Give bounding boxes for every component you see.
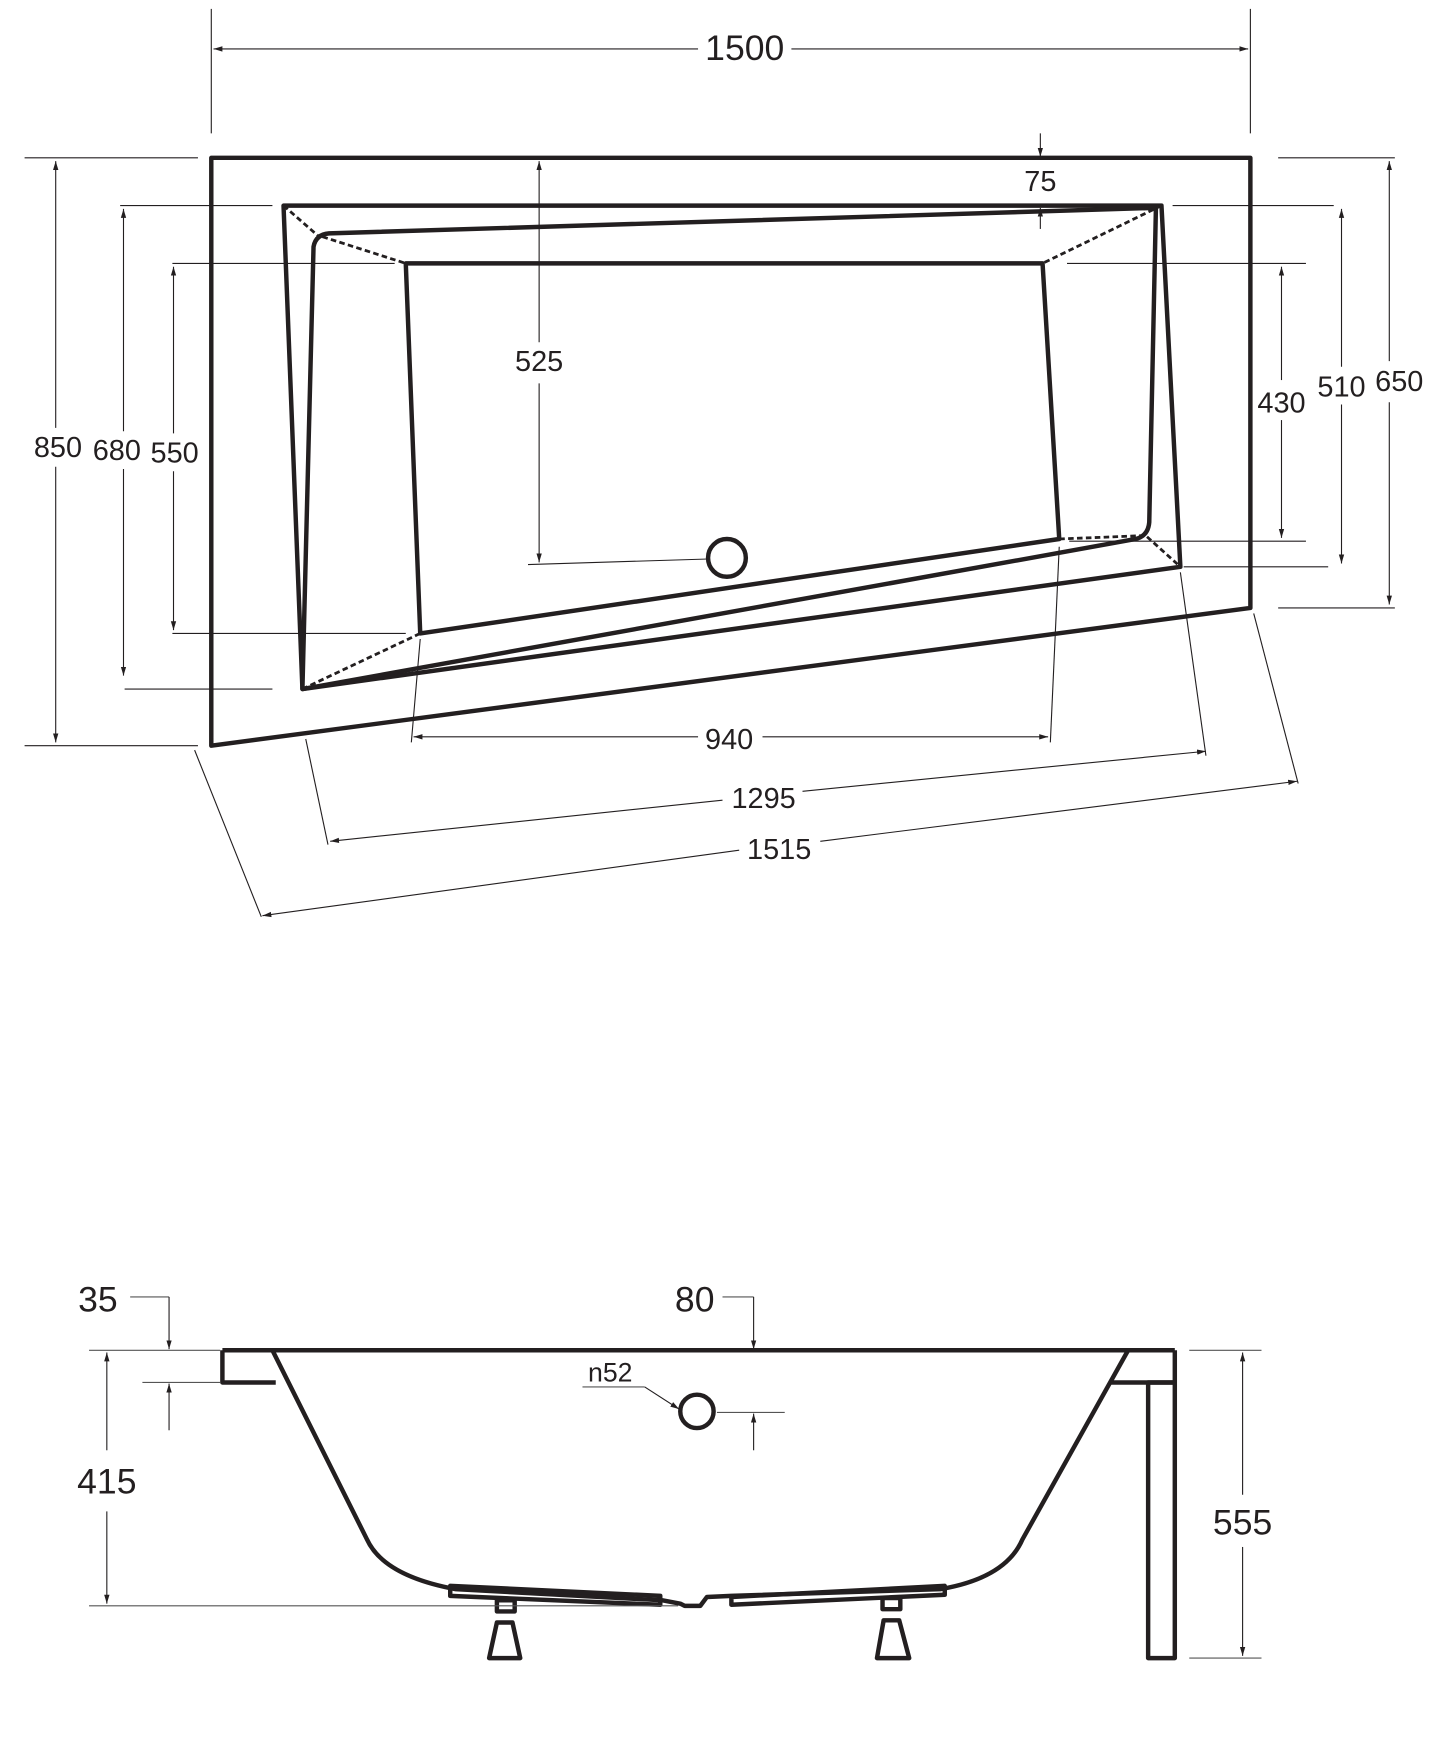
feet	[448, 1583, 947, 1661]
dim-right-heights: 430 510 650	[1067, 157, 1423, 609]
drain-icon	[705, 536, 749, 579]
foot-rail-right	[729, 1583, 947, 1607]
drawing-line	[1041, 204, 1163, 265]
label-80: 80	[675, 1279, 715, 1319]
rim-left-block	[220, 1350, 276, 1385]
drawing-line	[410, 638, 421, 743]
label-550: 550	[151, 437, 199, 469]
drawing-line	[1059, 534, 1143, 541]
label-1295: 1295	[731, 783, 795, 815]
dim-drain-depth: 525	[515, 161, 709, 566]
drawing-line	[305, 738, 329, 845]
dim-bottom-lengths: 940 1295 1515	[194, 546, 1299, 918]
foot-left	[486, 1620, 523, 1661]
label-510: 510	[1317, 372, 1365, 404]
dim-tub-depth: 415	[77, 1352, 679, 1607]
overflow-icon	[678, 1392, 716, 1431]
label-430: 430	[1257, 387, 1305, 419]
label-415: 415	[77, 1462, 136, 1502]
drawing-line	[802, 749, 1206, 792]
foot-rail-left	[448, 1583, 663, 1607]
drawing-line	[330, 799, 723, 843]
drawing-line	[322, 235, 407, 265]
drawing-line	[1253, 613, 1299, 784]
dim-overall-width: 1500	[210, 8, 1251, 134]
dim-overflow-offset: 80	[675, 1279, 785, 1451]
dim-total-height: 555	[1189, 1349, 1272, 1659]
drawing-line	[194, 749, 262, 918]
drawing-line	[262, 849, 740, 918]
foot-right-joint	[880, 1595, 903, 1612]
dim-rim-offset: 75	[1024, 133, 1056, 229]
top-view: 1500 75 525 850 680	[24, 8, 1423, 918]
drawing-line	[1179, 572, 1207, 756]
label-940: 940	[705, 724, 753, 756]
outer-rim-outline	[209, 155, 1253, 748]
label-1515: 1515	[747, 834, 811, 866]
side-view: 35 80 n52 415 555	[77, 1279, 1272, 1661]
drawing-line	[528, 558, 709, 566]
dim-left-heights: 850 680 550	[24, 157, 406, 747]
drawing-line	[1146, 535, 1182, 568]
drawing-line	[301, 632, 421, 691]
label-525: 525	[515, 346, 563, 378]
label-850: 850	[34, 432, 82, 464]
front-panel	[1145, 1380, 1178, 1661]
drawing-line	[282, 204, 321, 238]
label-555: 555	[1213, 1503, 1272, 1543]
tub-body	[270, 1349, 1131, 1609]
dim-overflow-diameter: n52	[582, 1357, 680, 1410]
label-680: 680	[93, 435, 141, 467]
drawing-line	[820, 779, 1298, 842]
dim-rim-thickness: 35	[78, 1279, 221, 1431]
foot-right	[874, 1618, 912, 1661]
drawing-line	[644, 1386, 680, 1410]
label-35: 35	[78, 1279, 118, 1319]
label-650: 650	[1375, 366, 1423, 398]
inner-rounded-outline	[300, 205, 1159, 692]
label-75: 75	[1024, 166, 1056, 198]
label-1500: 1500	[705, 28, 784, 68]
corner-dashed-lines	[282, 204, 1182, 691]
drawing-line	[1049, 546, 1060, 743]
label-n52: n52	[588, 1357, 632, 1387]
